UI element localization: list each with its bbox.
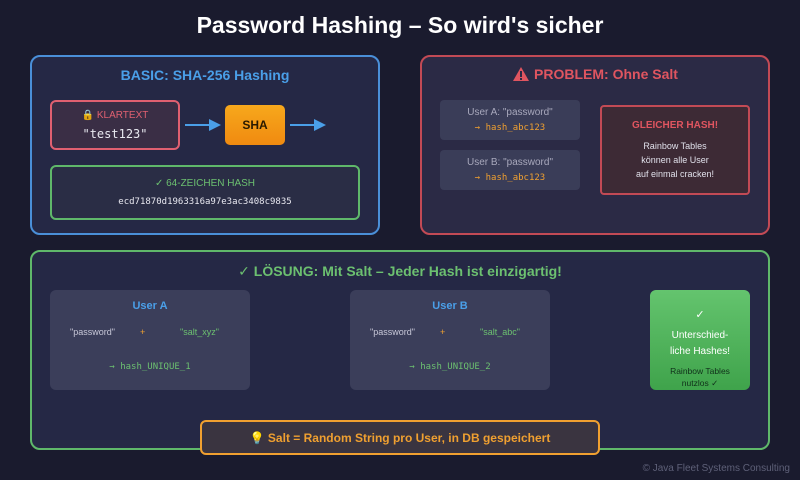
- same-hash-title: GLEICHER HASH!: [631, 119, 719, 131]
- unique-hashes-result-box: ✓ Unterschied- liche Hashes! Rainbow Tab…: [650, 290, 750, 390]
- solution-user-b-box: User B "password" + "salt_abc" → hash_UN…: [350, 290, 550, 390]
- warning-icon: [513, 67, 530, 81]
- hash-value: ecd71870d1963316a97e3ac3408c9835: [118, 197, 292, 207]
- problem-panel-title: PROBLEM: Ohne Salt: [534, 66, 678, 82]
- same-hash-line1: Rainbow Tables: [643, 140, 707, 151]
- solution-user-a-password: "password": [70, 327, 115, 337]
- result-line2: liche Hashes!: [669, 346, 731, 357]
- problem-user-b-hash: → hash_abc123: [474, 173, 546, 183]
- solution-user-b-name: User B: [432, 300, 468, 312]
- hash-label: ✓ 64-ZEICHEN HASH: [154, 178, 256, 189]
- problem-user-a-label: User A: "password": [467, 107, 553, 118]
- arrow-right-icon: [185, 119, 221, 131]
- klartext-label: 🔒 KLARTEXT: [81, 109, 149, 121]
- klartext-box: 🔒 KLARTEXT "test123": [50, 100, 180, 150]
- result-line1: Unterschied-: [671, 330, 729, 341]
- solution-user-b-hash: → hash_UNIQUE_2: [409, 362, 491, 372]
- solution-user-a-hash: → hash_UNIQUE_1: [109, 362, 191, 372]
- sha-box: SHA: [225, 105, 285, 145]
- salt-note-box: 💡 Salt = Random String pro User, in DB g…: [200, 420, 600, 455]
- footer-copyright: © Java Fleet Systems Consulting: [642, 463, 790, 474]
- same-hash-warning-box: GLEICHER HASH! Rainbow Tables können all…: [600, 105, 750, 195]
- sha-label: SHA: [242, 118, 268, 132]
- problem-panel-header: PROBLEM: Ohne Salt: [420, 66, 770, 82]
- solution-user-b-plus: +: [440, 327, 446, 337]
- problem-user-b-box: User B: "password" → hash_abc123: [440, 150, 580, 190]
- check-icon: ✓: [695, 309, 705, 321]
- basic-panel-title: BASIC: SHA-256 Hashing: [120, 67, 290, 83]
- solution-user-a-plus: +: [140, 327, 146, 337]
- solution-panel-title: ✓ LÖSUNG: Mit Salt – Jeder Hash ist einz…: [238, 263, 562, 279]
- solution-user-b-salt: "salt_abc": [480, 327, 520, 337]
- result-line3: Rainbow Tables: [670, 366, 730, 376]
- problem-user-a-box: User A: "password" → hash_abc123: [440, 100, 580, 140]
- result-line4: nutzlos ✓: [681, 378, 719, 388]
- salt-note: 💡 Salt = Random String pro User, in DB g…: [249, 430, 551, 445]
- same-hash-line2: können alle User: [641, 154, 709, 165]
- same-hash-line3: auf einmal cracken!: [635, 168, 715, 179]
- solution-user-b-password: "password": [370, 327, 415, 337]
- arrow-right-icon: [290, 119, 326, 131]
- problem-user-b-label: User B: "password": [466, 157, 553, 168]
- solution-user-a-name: User A: [132, 300, 168, 312]
- page-title: Password Hashing – So wird's sicher: [196, 12, 604, 38]
- klartext-value: "test123": [82, 126, 148, 141]
- problem-user-a-hash: → hash_abc123: [474, 123, 546, 133]
- solution-user-a-salt: "salt_xyz": [180, 327, 219, 337]
- solution-user-a-box: User A "password" + "salt_xyz" → hash_UN…: [50, 290, 250, 390]
- hash-result-box: ✓ 64-ZEICHEN HASH ecd71870d1963316a97e3a…: [50, 165, 360, 220]
